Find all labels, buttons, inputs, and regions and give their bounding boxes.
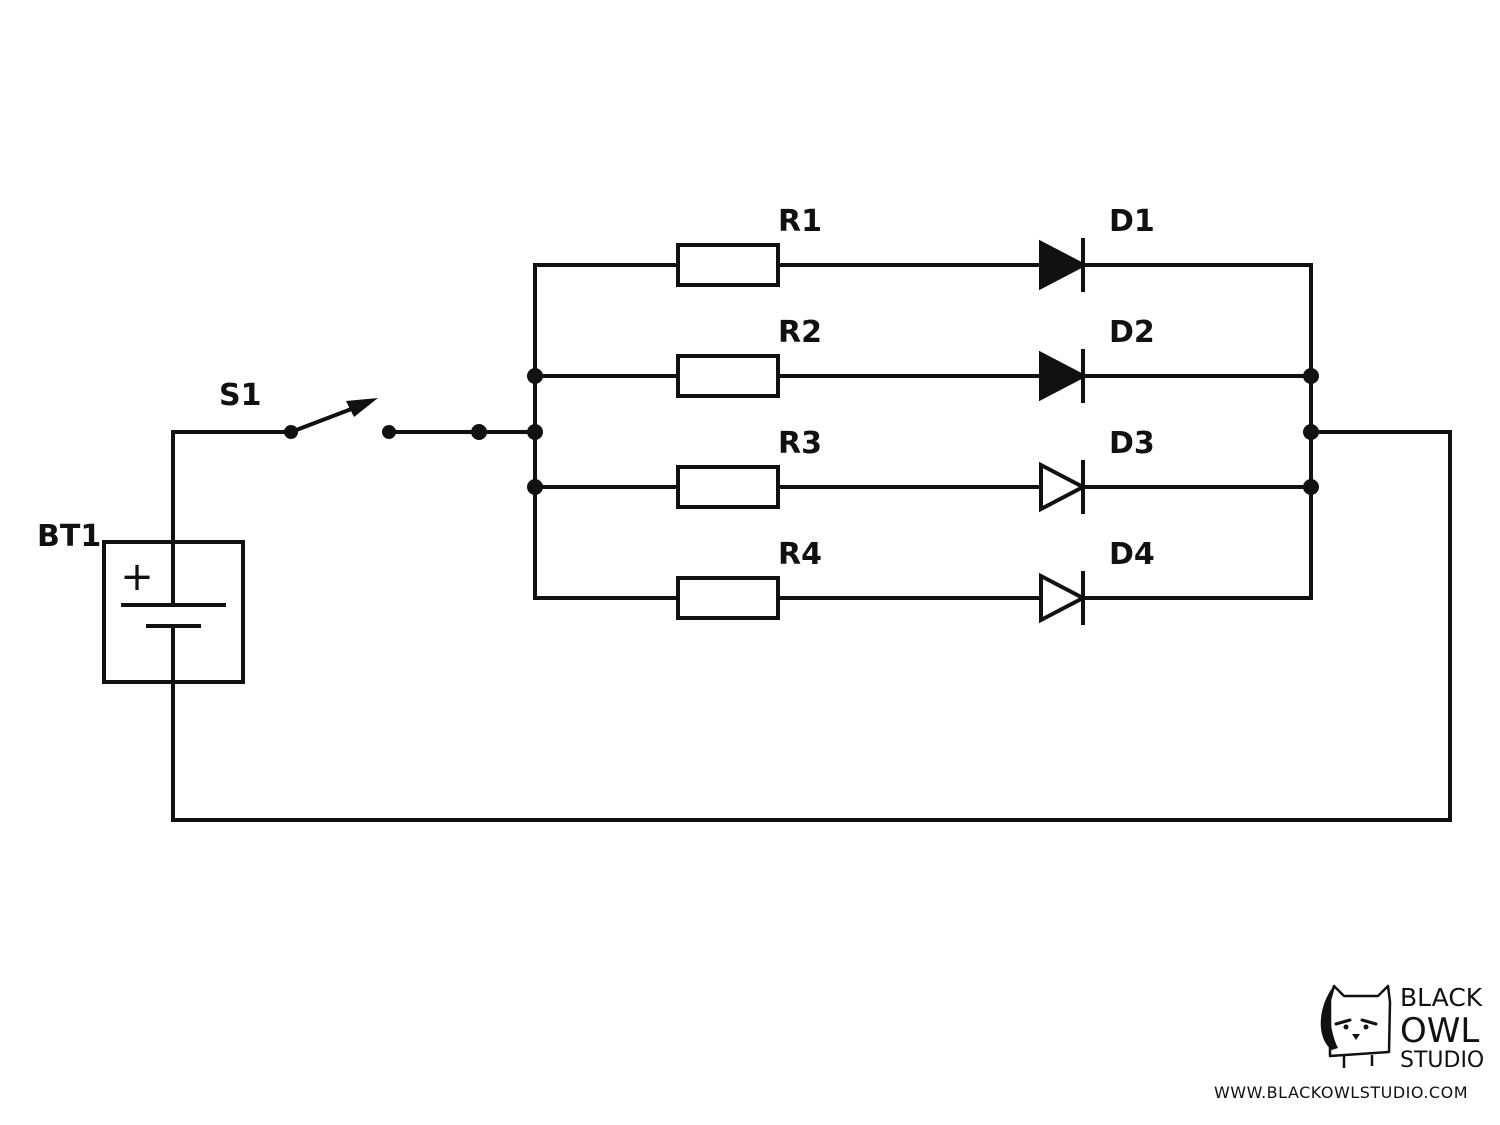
branch-3: R3 D3 [533, 426, 1313, 514]
junction-left-feed [527, 424, 543, 440]
diode-d3-triangle [1039, 461, 1088, 513]
battery-bt1: + BT1 [37, 519, 245, 684]
resistor-r4-label: R4 [778, 537, 822, 572]
diode-d1-label: D1 [1109, 204, 1155, 239]
junction-left-r3 [527, 479, 543, 495]
junction-left-r2 [527, 368, 543, 384]
branch-4: R4 D4 [533, 537, 1313, 625]
junction-nodes [527, 368, 1319, 495]
diode-d1-triangle [1039, 239, 1088, 291]
switch-label: S1 [219, 378, 261, 413]
branch-1: R1 D1 [533, 204, 1313, 292]
junction-right-d3 [1303, 479, 1319, 495]
diode-d2-triangle [1039, 350, 1088, 402]
branch-2: R2 D2 [533, 315, 1313, 403]
brand-line-2: OWL [1400, 1011, 1479, 1051]
switch-contact-right [382, 425, 396, 439]
brand-logo: BLACK OWL STUDIO WWW.BLACKOWLSTUDIO.COM [1214, 983, 1484, 1102]
resistor-r4 [676, 576, 780, 620]
resistor-r1 [676, 243, 780, 287]
diode-d4-label: D4 [1109, 537, 1155, 572]
diode-d2-label: D2 [1109, 315, 1155, 350]
wire-return-loop [171, 430, 1452, 822]
diode-d3-label: D3 [1109, 426, 1155, 461]
switch-lever [288, 402, 365, 435]
switch-contact-left [284, 425, 298, 439]
owl-icon [1320, 984, 1392, 1068]
junction-right-return [1303, 424, 1319, 440]
battery-plus-sign: + [120, 554, 154, 600]
resistor-r1-label: R1 [778, 204, 822, 239]
switch-arrow-head [346, 398, 378, 417]
diode-d4-triangle [1039, 572, 1088, 624]
switch-output-node [471, 424, 487, 440]
resistor-r3 [676, 465, 780, 509]
brand-url: WWW.BLACKOWLSTUDIO.COM [1214, 1083, 1468, 1102]
wire-battery-to-switch [171, 430, 293, 544]
battery-label: BT1 [37, 519, 101, 554]
resistor-r2 [676, 354, 780, 398]
junction-right-d2 [1303, 368, 1319, 384]
resistor-r2-label: R2 [778, 315, 822, 350]
resistor-r3-label: R3 [778, 426, 822, 461]
brand-line-1: BLACK [1400, 983, 1483, 1012]
switch-s1: S1 [219, 378, 487, 440]
brand-line-3: STUDIO [1400, 1048, 1484, 1073]
